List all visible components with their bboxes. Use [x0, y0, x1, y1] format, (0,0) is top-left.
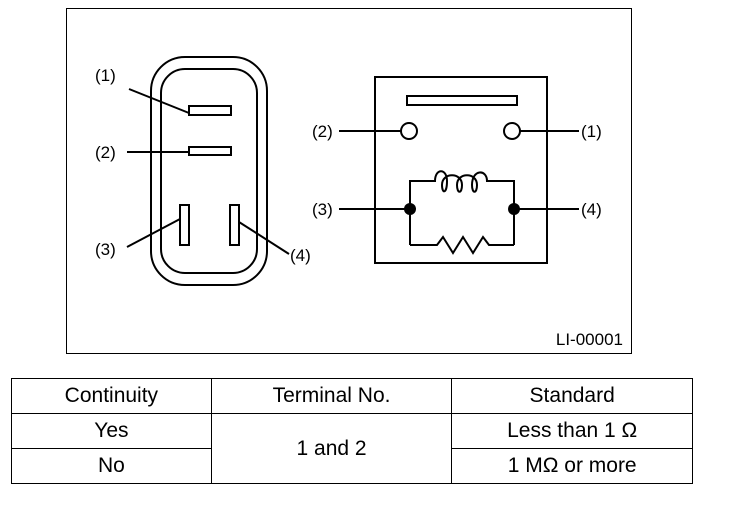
schematic-label-4: (4)	[581, 200, 602, 219]
cell-continuity-yes: Yes	[11, 413, 212, 449]
connector-label-1: (1)	[95, 66, 116, 85]
terminal-1-pin	[188, 105, 232, 116]
diagram-figure: (1) (2) (3) (4) (2) (1) (3) (4) LI-00001	[66, 8, 632, 354]
leader-line-4	[238, 221, 290, 255]
terminal-2-pin	[188, 146, 232, 156]
schematic-label-3: (3)	[312, 200, 333, 219]
terminal-2-contact	[400, 122, 418, 140]
resistor-zigzag	[410, 235, 514, 255]
cell-standard-yes: Less than 1 Ω	[451, 413, 693, 449]
cell-continuity-no: No	[11, 448, 212, 484]
header-terminal-no: Terminal No.	[210, 378, 453, 414]
switch-contact-bar	[406, 95, 518, 106]
connector-outer-housing	[150, 56, 268, 286]
coil-winding	[409, 170, 515, 245]
cell-terminal: 1 and 2	[210, 413, 453, 484]
header-standard: Standard	[451, 378, 693, 414]
junction-dot-3	[404, 203, 416, 215]
terminal-4-pin	[229, 204, 240, 246]
schematic-box	[374, 76, 548, 264]
connector-inner-housing	[160, 68, 258, 274]
header-continuity: Continuity	[11, 378, 212, 414]
cell-standard-no: 1 MΩ or more	[451, 448, 693, 484]
diagram-canvas: (1) (2) (3) (4) (2) (1) (3) (4)	[95, 56, 602, 286]
terminal-3-pin	[179, 204, 190, 246]
junction-dot-4	[508, 203, 520, 215]
connector-drawing	[126, 56, 290, 286]
leader-line-3	[126, 218, 181, 248]
connector-label-3: (3)	[95, 240, 116, 259]
leader-line-1	[128, 88, 190, 114]
connector-label-2: (2)	[95, 143, 116, 162]
schematic-drawing	[339, 76, 579, 264]
schematic-label-2: (2)	[312, 122, 333, 141]
schematic-label-1: (1)	[581, 122, 602, 141]
figure-id: LI-00001	[555, 330, 623, 349]
table-row: Yes 1 and 2 Less than 1 Ω	[11, 413, 693, 484]
table-header-row: Continuity Terminal No. Standard	[11, 378, 693, 414]
table-row: No 1 MΩ or more	[11, 448, 693, 484]
connector-label-4: (4)	[290, 246, 311, 265]
terminal-1-contact	[503, 122, 521, 140]
spec-table: Continuity Terminal No. Standard Yes 1 a…	[11, 378, 693, 484]
